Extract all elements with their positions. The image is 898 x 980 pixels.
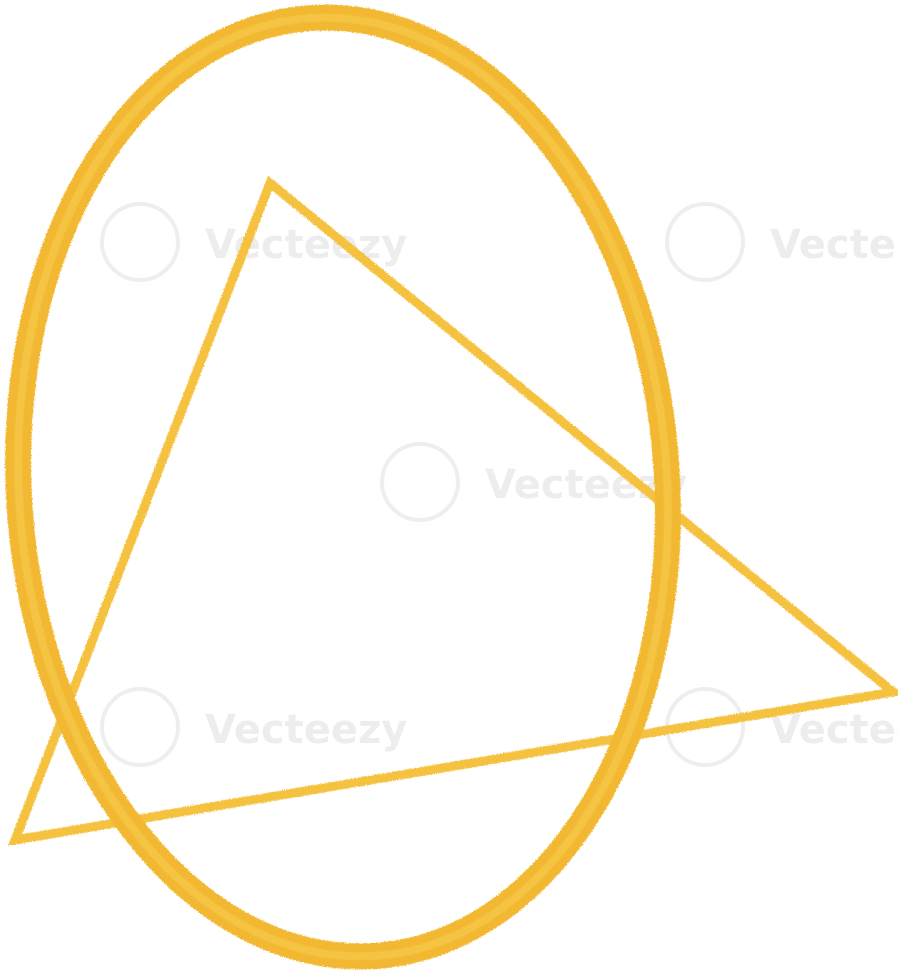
watermark-tile: Vecteezy <box>665 202 898 282</box>
triangle-outline <box>7 175 898 846</box>
watermark-logo-icon <box>100 202 180 282</box>
watermark-text: Vecteezy <box>205 707 407 753</box>
watermark-text: Vecteezy <box>770 222 898 268</box>
watermark-logo-icon <box>665 202 745 282</box>
watermark-text: Vecteezy <box>770 707 898 753</box>
watermark-tile: Vecteezy <box>100 687 407 767</box>
watermark-logo-icon <box>380 442 460 522</box>
oval-outline-highlight <box>14 13 672 961</box>
watermark-layer: Vecteezy Vecteezy Vecteezy Vecteezy Vect… <box>100 202 898 767</box>
watermark-tile: Vecteezy <box>665 687 898 767</box>
watermark-logo-icon <box>100 687 180 767</box>
